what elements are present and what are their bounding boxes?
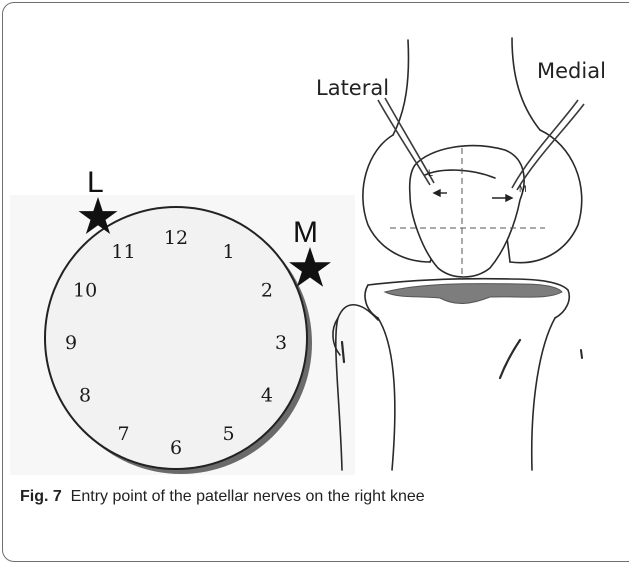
clock-number: 3 (275, 332, 287, 354)
patella-medial-label: M (519, 184, 527, 194)
star-medial-label: M (293, 216, 318, 249)
clock-number: 1 (222, 241, 234, 263)
lateral-label: Lateral (316, 76, 389, 100)
clock-number: 2 (261, 280, 273, 302)
caption-prefix: Fig. 7 (20, 488, 62, 505)
medial-label: Medial (537, 59, 606, 83)
clock-number: 12 (164, 227, 188, 249)
caption-text: Entry point of the patellar nerves on th… (71, 488, 425, 505)
clock-number: 9 (65, 332, 77, 354)
clock-number: 5 (222, 423, 234, 445)
knee-diagram (333, 38, 582, 470)
figure-caption: Fig. 7 Entry point of the patellar nerve… (20, 488, 425, 506)
clock-number: 10 (73, 280, 97, 302)
clock-number: 6 (170, 437, 182, 459)
patella-lateral-label: L (428, 168, 433, 178)
clock-number: 4 (261, 385, 273, 407)
joint-space (385, 284, 562, 304)
clock-number: 11 (111, 241, 135, 263)
clock-number: 7 (117, 423, 129, 445)
star-lateral-label: L (87, 166, 104, 199)
clock-number: 8 (79, 385, 91, 407)
